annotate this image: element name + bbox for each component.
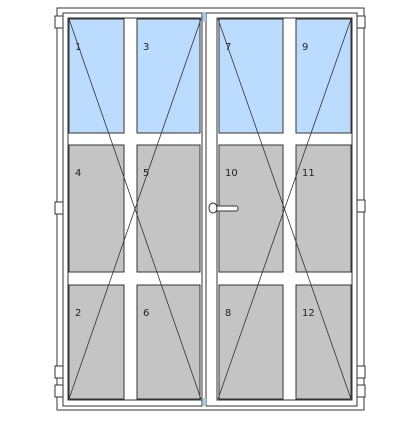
pane-label-11: 11 xyxy=(302,168,315,179)
pane-8 xyxy=(218,284,284,400)
right-leaf-diagonal-2 xyxy=(217,18,352,400)
pane-label-1: 1 xyxy=(75,42,81,53)
pane-5 xyxy=(136,144,201,273)
hinge-right-4 xyxy=(356,384,366,398)
hinge-right-2 xyxy=(356,199,366,213)
pane-label-9: 9 xyxy=(302,42,308,53)
pane-4 xyxy=(68,144,125,273)
pane-3 xyxy=(136,18,201,134)
left-leaf-diagonal-2 xyxy=(68,18,202,400)
pane-11 xyxy=(295,144,352,273)
pane-label-5: 5 xyxy=(143,168,149,179)
pane-2 xyxy=(68,284,125,400)
handle-rosette xyxy=(208,202,218,214)
hinge-left-3 xyxy=(54,365,64,379)
left-hinges xyxy=(54,15,64,398)
pane-label-3: 3 xyxy=(143,42,149,53)
pane-6 xyxy=(136,284,201,400)
hinge-left-2 xyxy=(54,201,64,215)
center-gap-top xyxy=(203,12,206,22)
hinge-left-4 xyxy=(54,384,64,398)
right-hinges xyxy=(356,15,366,398)
pane-label-6: 6 xyxy=(143,308,149,319)
hinge-right-1 xyxy=(356,15,366,29)
pane-label-4: 4 xyxy=(75,168,81,179)
center-gap-bottom xyxy=(203,398,206,406)
door-handle xyxy=(208,202,239,214)
handle-lever xyxy=(213,205,239,212)
hinge-left-1 xyxy=(54,15,64,29)
pane-12 xyxy=(295,284,352,400)
opening-marks xyxy=(68,18,352,400)
pane-label-12: 12 xyxy=(302,308,315,319)
pane-1 xyxy=(68,18,125,134)
pane-9 xyxy=(295,18,352,134)
pane-7 xyxy=(218,18,284,134)
panes: 134526791011812 xyxy=(68,18,352,400)
hinge-right-3 xyxy=(356,365,366,379)
pane-label-10: 10 xyxy=(225,168,238,179)
pane-label-2: 2 xyxy=(75,308,81,319)
pane-label-8: 8 xyxy=(225,308,231,319)
